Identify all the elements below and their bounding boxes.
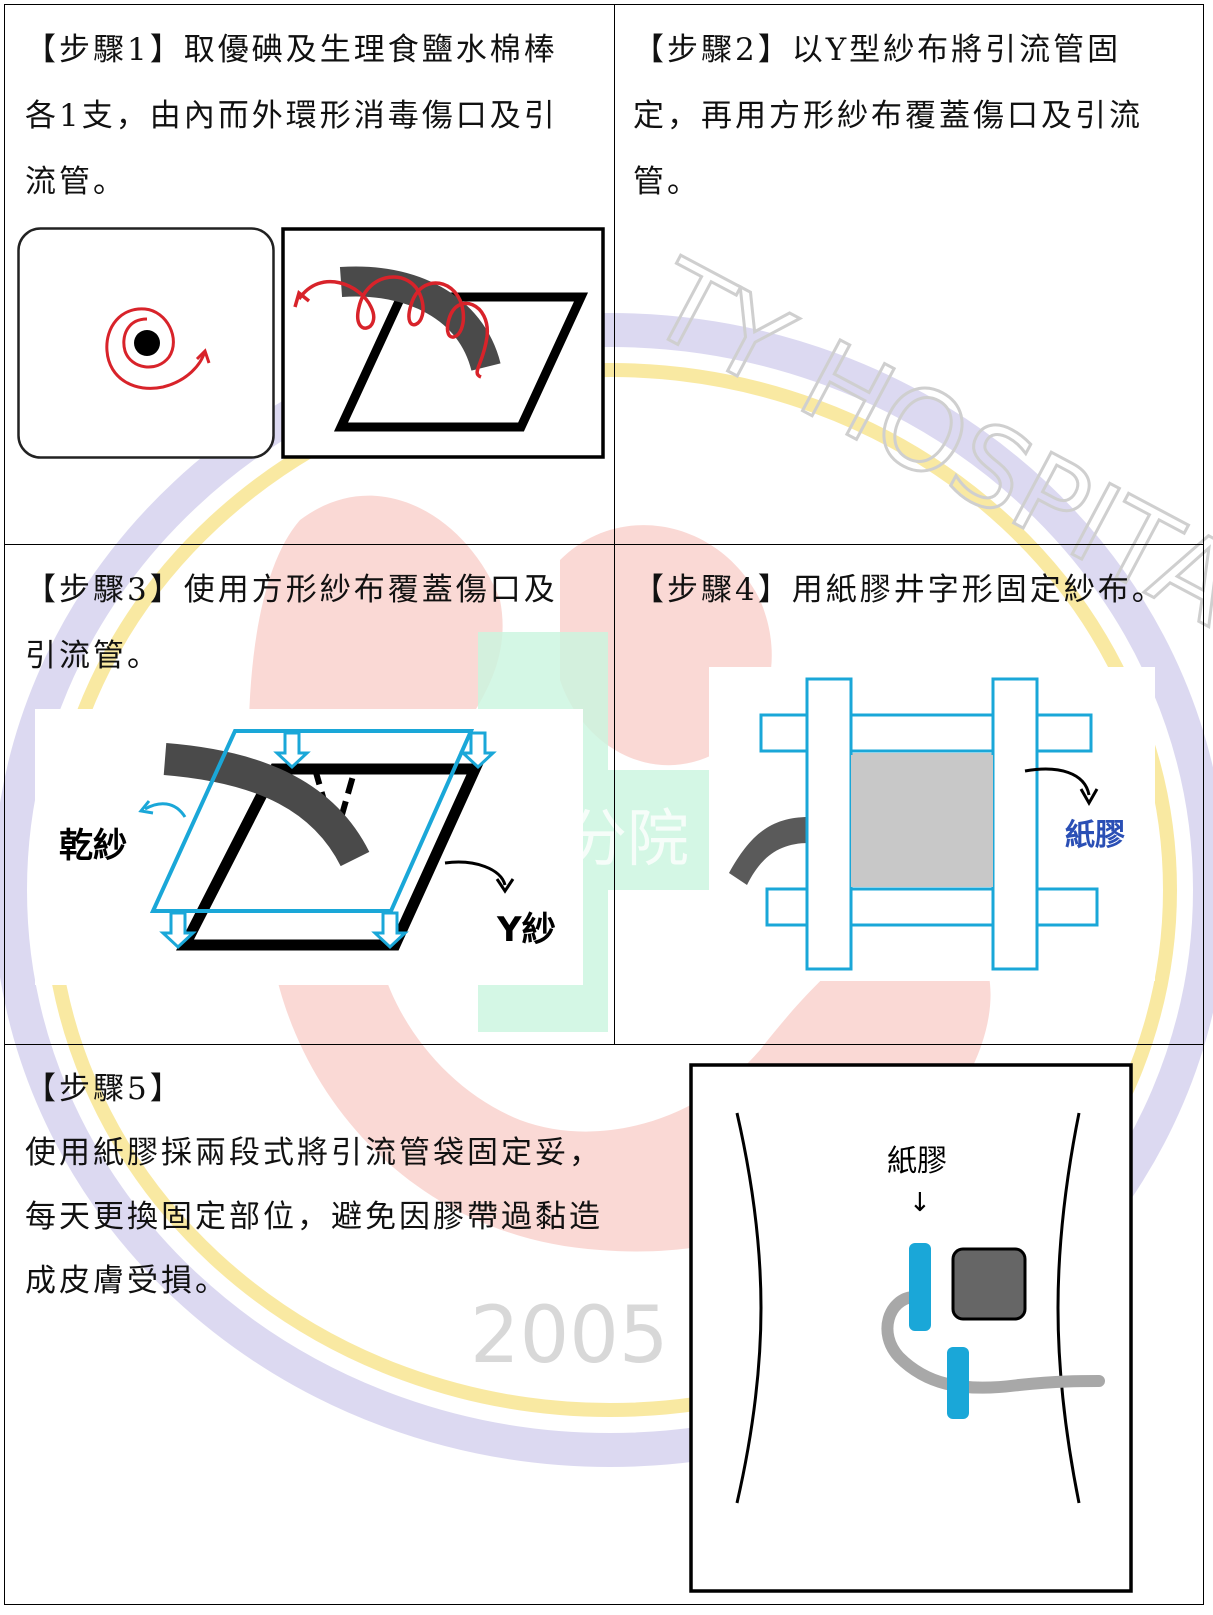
watermark-year: 2005 — [470, 1291, 669, 1381]
step3-text: 【步驟3】使用方形紗布覆蓋傷口及 引流管。 — [25, 557, 558, 689]
tape-fixation-figure: 紙膠 — [709, 667, 1155, 981]
step5-text: 【步驟5】 使用紙膠採兩段式將引流管袋固定妥， 每天更換固定部位，避免因膠帶過黏… — [25, 1057, 603, 1313]
abdomen-tape-figure: 紙膠 ↓ — [689, 1063, 1133, 1593]
dry-gauze-label: 乾紗 — [59, 826, 127, 866]
step4-line: 【步驟4】用紙膠井字形固定紗布。 — [633, 572, 1166, 608]
step2-line: 管。 — [633, 164, 701, 200]
step3-line: 【步驟3】使用方形紗布覆蓋傷口及 — [25, 572, 558, 608]
step5-line: 【步驟5】 — [25, 1071, 184, 1107]
step5-tape-label: 紙膠 — [887, 1144, 947, 1179]
step5-line: 使用紙膠採兩段式將引流管袋固定妥， — [25, 1135, 603, 1171]
spiral-disinfection-figure — [17, 227, 275, 459]
step3-cell: 【步驟3】使用方形紗布覆蓋傷口及 引流管。 乾紗 Y紗 — [5, 545, 615, 1045]
step3-line: 引流管。 — [25, 638, 161, 674]
step1-cell: 【步驟1】取優碘及生理食鹽水棉棒 各1支，由內而外環形消毒傷口及引 流管。 — [5, 5, 615, 545]
y-gauze-label: Y紗 — [496, 910, 556, 950]
watermark-center-text: 分院 — [565, 802, 689, 875]
step1-line: 【步驟1】取優碘及生理食鹽水棉棒 — [25, 32, 558, 68]
gauze-cover-figure: 乾紗 Y紗 — [35, 709, 583, 985]
step1-text: 【步驟1】取優碘及生理食鹽水棉棒 各1支，由內而外環形消毒傷口及引 流管。 — [25, 17, 558, 215]
step1-line: 流管。 — [25, 164, 127, 200]
tube-disinfection-figure — [281, 227, 605, 459]
step2-cell: 【步驟2】以Y型紗布將引流管固 定，再用方形紗布覆蓋傷口及引流 管。 — [615, 5, 1204, 545]
tape-label: 紙膠 — [1065, 818, 1125, 853]
step5-cell: 【步驟5】 使用紙膠採兩段式將引流管袋固定妥， 每天更換固定部位，避免因膠帶過黏… — [5, 1045, 1204, 1605]
down-arrow-icon: ↓ — [909, 1188, 931, 1218]
step4-text: 【步驟4】用紙膠井字形固定紗布。 — [633, 557, 1166, 623]
step4-cell: 【步驟4】用紙膠井字形固定紗布。 紙膠 — [615, 545, 1204, 1045]
step2-line: 定，再用方形紗布覆蓋傷口及引流 — [633, 98, 1143, 134]
step5-line: 成皮膚受損。 — [25, 1263, 229, 1299]
step2-line: 【步驟2】以Y型紗布將引流管固 — [633, 32, 1122, 68]
step5-line: 每天更換固定部位，避免因膠帶過黏造 — [25, 1199, 603, 1235]
instruction-table: 【步驟1】取優碘及生理食鹽水棉棒 各1支，由內而外環形消毒傷口及引 流管。 【步… — [4, 4, 1204, 1605]
step2-text: 【步驟2】以Y型紗布將引流管固 定，再用方形紗布覆蓋傷口及引流 管。 — [633, 17, 1143, 215]
step1-line: 各1支，由內而外環形消毒傷口及引 — [25, 98, 558, 134]
